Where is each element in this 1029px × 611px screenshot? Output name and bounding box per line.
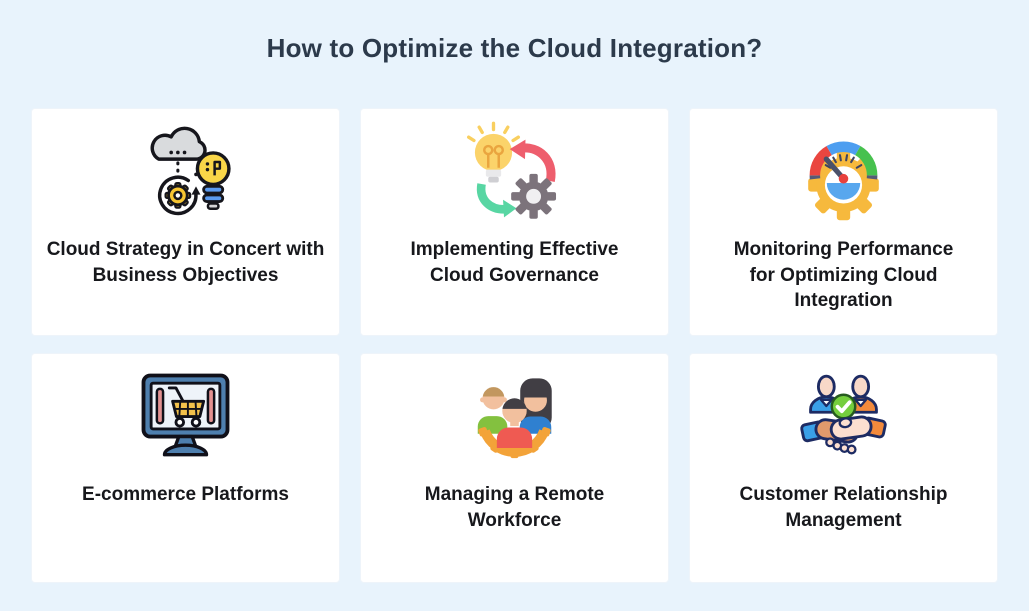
card-label: E-commerce Platforms [82,484,289,505]
card-cloud-strategy: Cloud Strategy in Concert with Business … [31,108,340,336]
monitor-shopping-cart-icon [133,364,238,470]
card-label: Customer Relationship Management [739,484,948,531]
speedometer-gear-icon [791,119,896,225]
card-label: Implementing Effective Cloud Governance [410,239,619,286]
card-label: Cloud Strategy in Concert with Business … [46,239,325,286]
cloud-gear-lightbulb-icon [133,119,238,225]
team-gear-icon [462,364,567,470]
handshake-agreement-icon [791,364,896,470]
card-customer-relationship: Customer Relationship Management [689,353,998,583]
card-label: Managing a Remote Workforce [424,484,605,531]
lightbulb-arrows-gear-icon [462,119,567,225]
card-grid: Cloud Strategy in Concert with Business … [31,108,999,583]
card-cloud-governance: Implementing Effective Cloud Governance [360,108,669,336]
card-monitoring-performance: Monitoring Performance for Optimizing Cl… [689,108,998,336]
page-title: How to Optimize the Cloud Integration? [266,33,763,63]
card-remote-workforce: Managing a Remote Workforce [360,353,669,583]
card-ecommerce-platforms: E-commerce Platforms [31,353,340,583]
card-label: Monitoring Performance for Optimizing Cl… [733,239,954,311]
